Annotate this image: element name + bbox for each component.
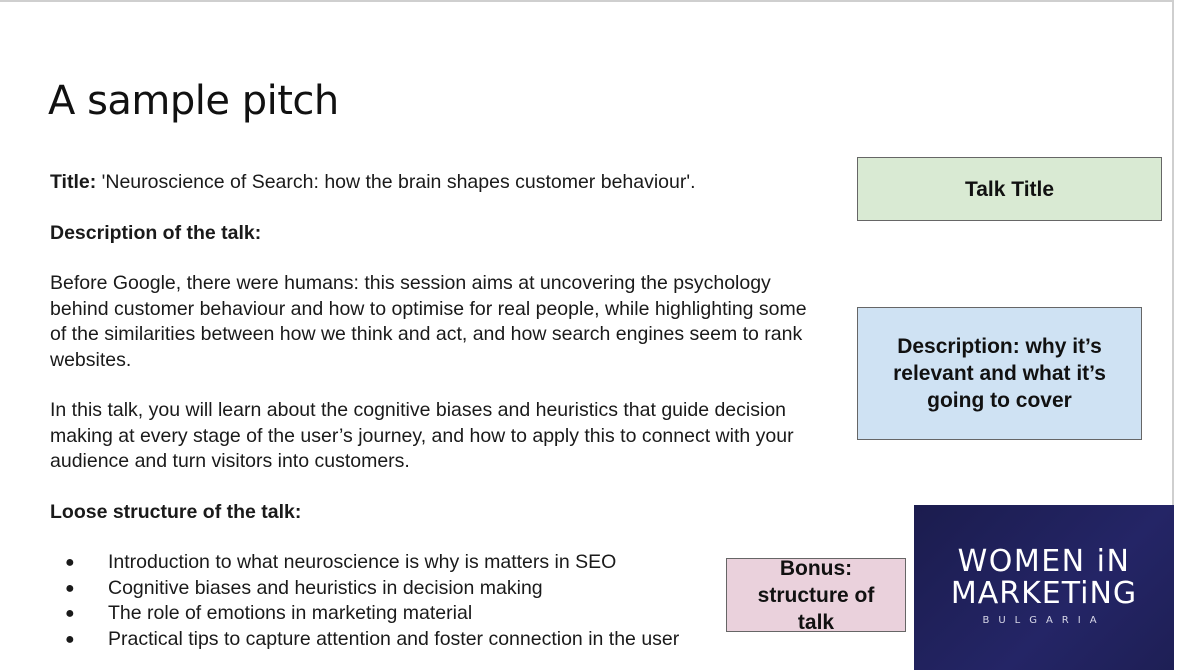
talk-title-label: Title: [50, 171, 97, 193]
talk-title-value: 'Neuroscience of Search: how the brain s… [96, 171, 696, 193]
logo-line-1: WOMEN iN [958, 544, 1131, 579]
description-callout-text: Description: why it’s relevant and what … [893, 335, 1106, 412]
bonus-callout-text: Bonus: structure of talk [757, 556, 875, 634]
bullet-item: ● Practical tips to capture attention and… [62, 627, 679, 653]
description-heading: Description of the talk: [50, 221, 261, 247]
bullet-text: Practical tips to capture attention and … [108, 627, 680, 650]
bullet-text: The role of emotions in marketing materi… [108, 602, 473, 624]
bonus-callout: Bonus: structure of talk [726, 557, 906, 634]
structure-heading: Loose structure of the talk: [50, 500, 301, 526]
logo-line-3: BULGARIA [982, 615, 1105, 626]
structure-bullet-list: ● Introduction to what neuroscience is wh… [62, 550, 679, 652]
bullet-text: Introduction to what neuroscience is why… [108, 551, 617, 573]
bullet-icon: ● [65, 579, 75, 597]
bullet-icon: ● [65, 605, 75, 622]
women-in-marketing-logo: WOMEN iN MARKETiNG BULGARIA [914, 505, 1174, 670]
talk-title-line: Title: 'Neuroscience of Search: how the … [50, 170, 830, 196]
description-paragraph-1: Before Google, there were humans: this s… [50, 272, 807, 371]
bullet-item: ● Cognitive biases and heuristics in deci… [62, 576, 679, 602]
description-callout: Description: why it’s relevant and what … [857, 307, 1142, 440]
description-paragraph-2: In this talk, you will learn about the c… [50, 399, 794, 472]
talk-title-callout: Talk Title [857, 157, 1162, 221]
description-heading-text: Description of the talk: [50, 222, 262, 244]
slide-title: A sample pitch [48, 78, 339, 124]
bullet-item: ● The role of emotions in marketing mater… [62, 601, 679, 627]
logo-line-2: MARKETiNG [951, 576, 1137, 611]
logo-wordmark: WOMEN iN MARKETiNG BULGARIA [951, 544, 1137, 626]
bullet-item: ● Introduction to what neuroscience is wh… [62, 550, 679, 576]
bullet-text: Cognitive biases and heuristics in decis… [108, 576, 543, 599]
bullet-icon: ● [65, 554, 75, 571]
structure-heading-text: Loose structure of the talk: [50, 501, 302, 523]
bullet-icon: ● [65, 630, 75, 648]
talk-title-callout-text: Talk Title [964, 177, 1055, 201]
